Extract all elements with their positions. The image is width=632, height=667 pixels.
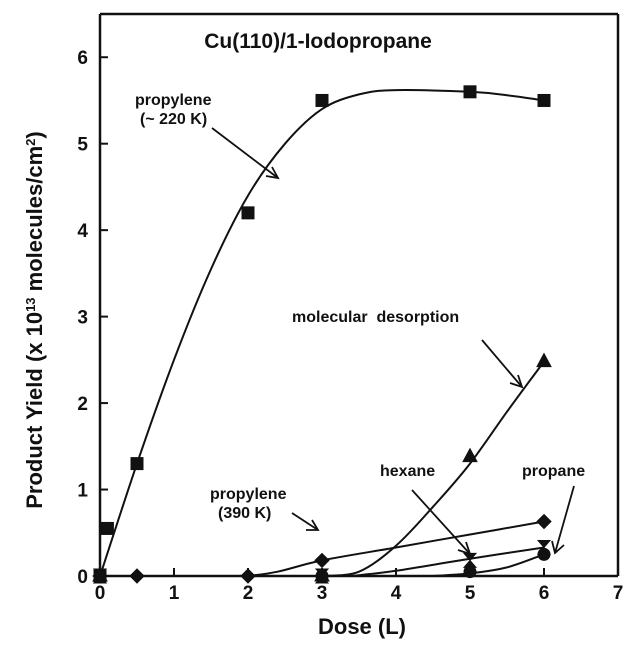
data-point-propylene-390	[314, 552, 330, 569]
x-tick-label: 3	[317, 583, 328, 604]
data-point-molecular-desorption	[462, 447, 478, 463]
annotation-hexane: hexane	[380, 463, 435, 480]
data-point-propane	[537, 547, 551, 561]
data-point-propane	[93, 569, 107, 583]
y-tick-label: 4	[77, 221, 88, 242]
y-axis-title-sup1: 13	[23, 297, 38, 311]
fit-curve-propane	[432, 553, 545, 577]
annotation-propylene-220: propylene (~ 220 K)	[135, 92, 216, 128]
y-axis-title-part1: Product Yield (x 10	[22, 312, 47, 509]
y-axis-title-sup2: 2	[23, 139, 38, 146]
y-tick-label: 2	[77, 394, 88, 415]
data-point-propylene-220	[130, 457, 144, 471]
fit-curve-hexane	[351, 546, 545, 577]
x-axis-title: Dose (L)	[318, 614, 406, 639]
data-point-molecular-desorption	[536, 352, 552, 368]
data-point-propylene-390	[536, 513, 552, 530]
y-tick-label: 1	[77, 481, 88, 502]
x-tick-label: 5	[465, 583, 476, 604]
fit-curves	[99, 89, 545, 577]
y-ticks: 0 1 2 3 4 5 6	[77, 48, 108, 588]
data-point-propylene-220	[241, 206, 255, 220]
arrowhead-hexane	[457, 541, 472, 556]
annotations: propylene (~ 220 K) molecular desorption…	[135, 92, 585, 556]
annotation-propylene-390-line1: propylene	[210, 486, 287, 503]
data-point-propane	[463, 565, 477, 579]
data-point-propylene-220	[100, 521, 114, 535]
y-tick-label: 6	[77, 48, 88, 69]
annotation-propylene-220-line2: (~ 220 K)	[140, 111, 207, 128]
x-tick-label: 2	[243, 583, 254, 604]
fit-curve-propylene-220	[99, 89, 545, 577]
annotation-molecular-desorption: molecular desorption	[292, 309, 459, 326]
y-axis-title-part2: molecules/cm	[22, 146, 47, 298]
arrow-propane	[554, 485, 575, 554]
data-point-propylene-390	[129, 568, 145, 584]
x-tick-label: 6	[539, 583, 550, 604]
y-axis-title-part3: )	[22, 131, 47, 138]
arrow-propylene-220	[211, 127, 279, 179]
annotation-propane-line1: propane	[522, 463, 585, 480]
data-point-propane	[315, 569, 329, 583]
y-axis-title: Product Yield (x 1013 molecules/cm2)	[22, 131, 47, 509]
data-point-propylene-220	[463, 85, 477, 99]
arrowhead-propylene-390	[306, 519, 320, 531]
fit-curve-molecular-desorption	[321, 361, 545, 577]
annotation-propylene-390: propylene (390 K)	[210, 486, 291, 522]
annotation-propane: propane	[522, 463, 585, 480]
data-point-propylene-220	[315, 93, 329, 107]
arrow-molecular-desorption	[481, 339, 523, 388]
annotation-propylene-390-line2: (390 K)	[218, 505, 271, 522]
x-tick-label: 7	[613, 583, 624, 604]
annotation-propylene-220-line1: propylene	[135, 92, 212, 109]
fit-curve-propylene-390	[247, 520, 545, 577]
data-point-hexane	[462, 552, 478, 568]
arrowhead-propylene-220	[265, 166, 280, 180]
data-markers	[92, 85, 552, 584]
x-ticks: 0 1 2 3 4 5 6 7	[95, 568, 624, 604]
data-point-propylene-220	[537, 93, 551, 107]
data-point-propylene-390	[240, 568, 256, 584]
y-tick-label: 0	[77, 567, 88, 588]
annotation-molecular-desorption-line1: molecular desorption	[292, 309, 459, 326]
y-tick-label: 5	[77, 135, 88, 156]
chart-title: Cu(110)/1-Iodopropane	[204, 30, 432, 53]
y-tick-label: 3	[77, 308, 88, 329]
arrow-hexane	[411, 489, 471, 555]
arrowhead-molecular-desorption	[509, 374, 524, 389]
x-tick-label: 4	[391, 583, 402, 604]
annotation-hexane-line1: hexane	[380, 463, 435, 480]
arrowhead-propane	[551, 540, 565, 555]
x-tick-label: 1	[169, 583, 180, 604]
x-tick-label: 0	[95, 583, 106, 604]
arrow-propylene-390	[291, 512, 319, 531]
